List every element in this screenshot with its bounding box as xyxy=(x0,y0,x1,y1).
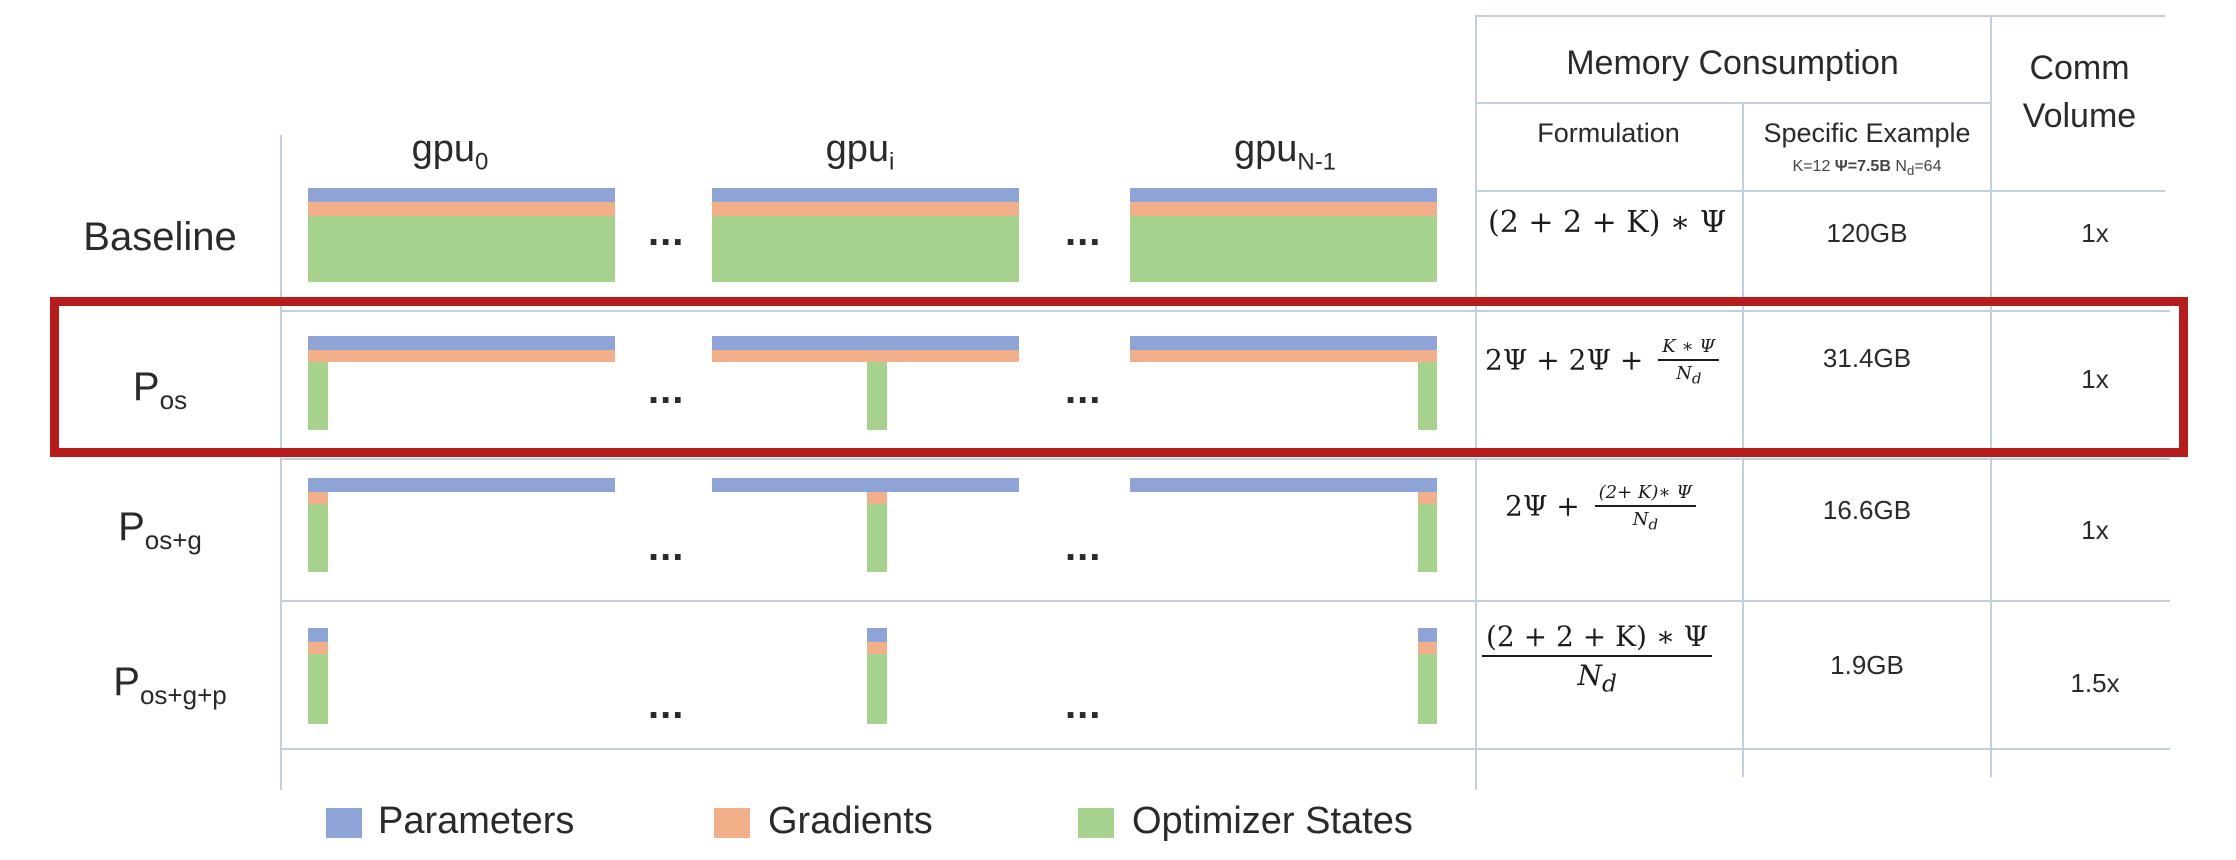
example-divider xyxy=(1742,102,1744,777)
pos-gpui-optimizer xyxy=(867,362,887,430)
comm-value-pos-g-p: 1.5x xyxy=(2070,668,2120,698)
ellipsis: ... xyxy=(1065,683,1102,727)
baseline-gpui-gradients xyxy=(712,202,1019,216)
baseline-gpui-optimizer xyxy=(712,216,1019,282)
legend-label-parameters: Parameters xyxy=(378,800,575,842)
formula-pos: 2Ψ + 2Ψ + K ∗ Ψ Nd xyxy=(1485,336,1720,388)
row-label-pos-g-p: Pos+g+p xyxy=(113,660,227,710)
gpu-i-header: gpui xyxy=(825,128,895,176)
row-line-4 xyxy=(280,748,2170,750)
gpu-n-1-header: gpuN-1 xyxy=(1233,128,1337,176)
pos-gpun-parameters xyxy=(1130,336,1437,350)
row-label-pos-g: Pos+g xyxy=(118,505,202,555)
ellipsis: ... xyxy=(1065,210,1102,254)
ellipsis: ... xyxy=(648,525,685,569)
posg-gpun-parameters xyxy=(1130,478,1437,492)
memory-subheader-line xyxy=(1475,102,1990,104)
example-params: K=12 Ψ=7.5B Nd=64 xyxy=(1792,158,1942,179)
row-label-baseline: Baseline xyxy=(83,215,237,259)
ellipsis: ... xyxy=(648,368,685,412)
baseline-gpun-optimizer xyxy=(1130,216,1437,282)
posgp-gpu0-parameters xyxy=(308,628,328,642)
example-value-pos-g-p: 1.9GB xyxy=(1830,650,1904,680)
example-value-pos-g: 16.6GB xyxy=(1822,495,1912,525)
legend-swatch-gradients xyxy=(714,808,750,838)
posg-gpui-gradients xyxy=(867,492,887,504)
header-bottom-line xyxy=(1475,190,2165,192)
pos-gpu0-gradients xyxy=(308,350,615,362)
formula-baseline: (2 + 2 + K) ∗ Ψ xyxy=(1488,205,1727,240)
pos-gpui-gradients xyxy=(712,350,1019,362)
example-value-pos: 31.4GB xyxy=(1822,343,1912,373)
legend-swatch-optimizer-states xyxy=(1078,808,1114,838)
posgp-gpun-gradients xyxy=(1418,642,1437,654)
posg-gpui-optimizer xyxy=(867,504,887,572)
formulation-header: Formulation xyxy=(1537,118,1680,148)
posg-gpu0-optimizer xyxy=(308,504,328,572)
baseline-gpu0-optimizer xyxy=(308,216,615,282)
posgp-gpui-gradients xyxy=(867,642,887,654)
specific-example-header: Specific Example xyxy=(1763,118,1971,148)
posg-gpun-gradients xyxy=(1418,492,1437,504)
row-label-pos: Pos xyxy=(132,365,188,415)
ellipsis: ... xyxy=(648,683,685,727)
ellipsis: ... xyxy=(1065,525,1102,569)
top-border xyxy=(1475,15,2165,17)
memory-consumption-header: Memory Consumption xyxy=(1566,44,1899,82)
baseline-gpu0-gradients xyxy=(308,202,615,216)
posg-gpun-optimizer xyxy=(1418,504,1437,572)
baseline-gpun-parameters xyxy=(1130,188,1437,202)
pos-gpun-optimizer xyxy=(1418,362,1437,430)
ellipsis: ... xyxy=(648,210,685,254)
pos-gpun-gradients xyxy=(1130,350,1437,362)
pos-gpui-parameters xyxy=(712,336,1019,350)
comm-value-pos-g: 1x xyxy=(2081,515,2109,545)
row-line-3 xyxy=(280,600,2170,602)
comm-value-baseline: 1x xyxy=(2081,218,2109,248)
baseline-gpui-parameters xyxy=(712,188,1019,202)
posgp-gpun-parameters xyxy=(1418,628,1437,642)
table-divider xyxy=(1475,15,1477,790)
baseline-gpun-gradients xyxy=(1130,202,1437,216)
posgp-gpun-optimizer xyxy=(1418,654,1437,724)
baseline-gpu0-parameters xyxy=(308,188,615,202)
formula-pos-g-p: (2 + 2 + K) ∗ Ψ Nd xyxy=(1482,620,1713,698)
legend-label-optimizer-states: Optimizer States xyxy=(1132,800,1413,842)
example-value-baseline: 120GB xyxy=(1826,218,1908,248)
row-line-2 xyxy=(280,458,2170,460)
formula-pos-g: 2Ψ + (2+ K)∗ Ψ Nd xyxy=(1505,482,1697,534)
posgp-gpu0-gradients xyxy=(308,642,328,654)
left-divider xyxy=(280,135,282,790)
comm-value-pos: 1x xyxy=(2081,364,2109,394)
row-line-1 xyxy=(280,310,2170,312)
pos-gpu0-parameters xyxy=(308,336,615,350)
posg-gpu0-gradients xyxy=(308,492,328,504)
gpu-0-header: gpu0 xyxy=(411,128,489,176)
pos-row-highlight xyxy=(50,297,2188,457)
posg-gpu0-parameters xyxy=(308,478,615,492)
comm-volume-header: Comm Volume xyxy=(2022,49,2137,135)
posg-gpui-parameters xyxy=(712,478,1019,492)
pos-gpu0-optimizer xyxy=(308,362,328,430)
posgp-gpui-parameters xyxy=(867,628,887,642)
legend-label-gradients: Gradients xyxy=(768,800,933,842)
posgp-gpui-optimizer xyxy=(867,654,887,724)
comm-divider xyxy=(1990,15,1992,777)
ellipsis: ... xyxy=(1065,368,1102,412)
legend-swatch-parameters xyxy=(326,808,362,838)
posgp-gpu0-optimizer xyxy=(308,654,328,724)
